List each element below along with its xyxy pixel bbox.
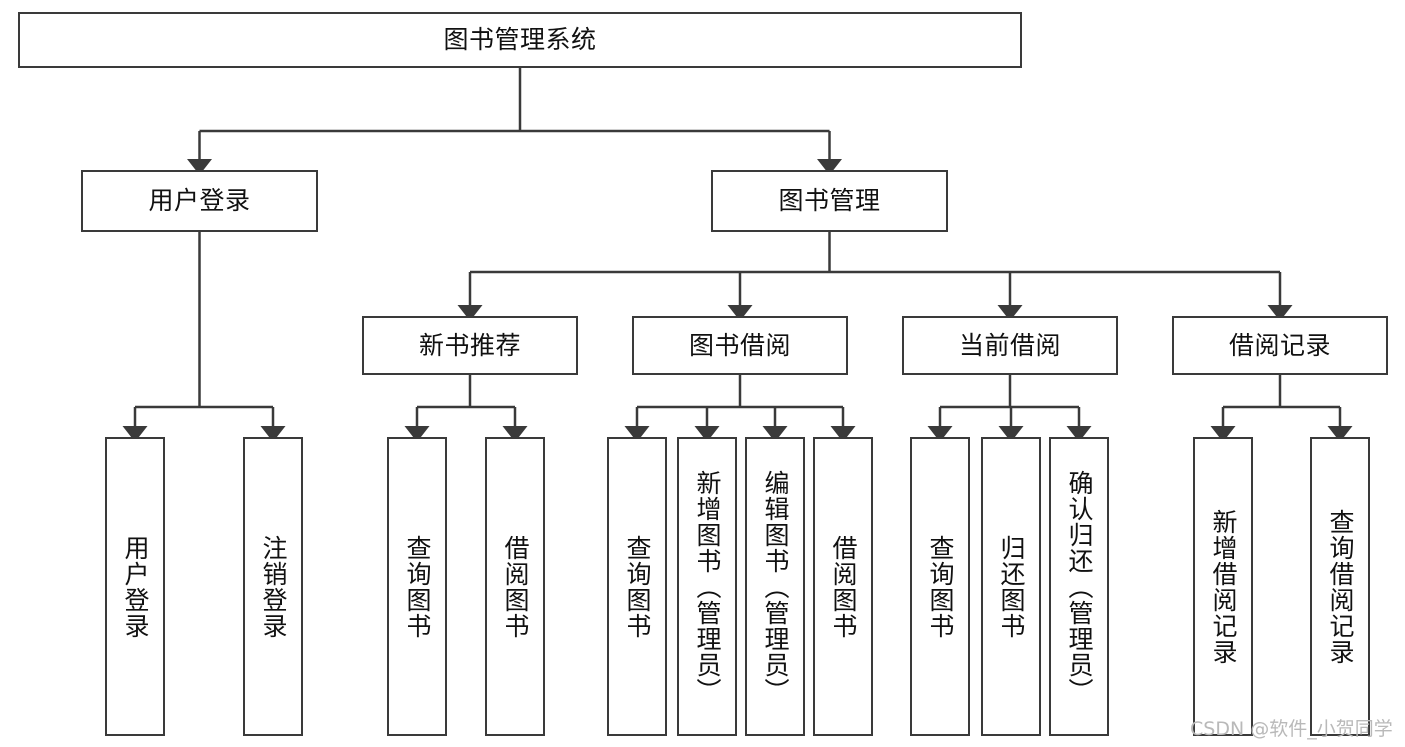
node-label: 借阅图书 [501,534,530,639]
node-label: 确认归还（管理员） [1065,469,1094,704]
node-label: 新增图书（管理员） [693,469,722,704]
node-label: 新书推荐 [418,330,521,360]
node-leaf-query-record[interactable]: 查询借阅记录 [1310,437,1370,736]
node-leaf-query-book-2[interactable]: 查询图书 [607,437,667,736]
node-label: 注销登录 [259,534,288,639]
node-label: 图书管理系统 [443,25,597,55]
node-leaf-add-record[interactable]: 新增借阅记录 [1193,437,1253,736]
node-bookmgmt[interactable]: 图书管理 [711,170,948,232]
node-leaf-query-book-1[interactable]: 查询图书 [387,437,447,736]
node-label: 借阅记录 [1228,330,1331,360]
node-label: 图书管理 [778,186,881,216]
node-root[interactable]: 图书管理系统 [18,12,1022,68]
node-label: 借阅图书 [829,534,858,639]
node-leaf-borrow-book-1[interactable]: 借阅图书 [485,437,545,736]
node-records[interactable]: 借阅记录 [1172,316,1388,375]
node-label: 用户登录 [121,534,150,639]
node-login[interactable]: 用户登录 [81,170,318,232]
node-leaf-borrow-book-2[interactable]: 借阅图书 [813,437,873,736]
node-borrow[interactable]: 图书借阅 [632,316,848,375]
node-current[interactable]: 当前借阅 [902,316,1118,375]
node-newbook[interactable]: 新书推荐 [362,316,578,375]
node-label: 归还图书 [997,534,1026,639]
node-leaf-add-book[interactable]: 新增图书（管理员） [677,437,737,736]
node-leaf-confirm-return[interactable]: 确认归还（管理员） [1049,437,1109,736]
node-label: 当前借阅 [958,330,1061,360]
node-label: 查询图书 [926,534,955,639]
node-leaf-user-login[interactable]: 用户登录 [105,437,165,736]
node-label: 图书借阅 [688,330,791,360]
node-leaf-user-logout[interactable]: 注销登录 [243,437,303,736]
node-label: 查询借阅记录 [1326,508,1355,665]
node-leaf-edit-book[interactable]: 编辑图书（管理员） [745,437,805,736]
node-leaf-query-book-3[interactable]: 查询图书 [910,437,970,736]
node-label: 新增借阅记录 [1209,508,1238,665]
node-label: 查询图书 [403,534,432,639]
node-label: 编辑图书（管理员） [761,469,790,704]
node-label: 查询图书 [623,534,652,639]
node-leaf-return-book[interactable]: 归还图书 [981,437,1041,736]
node-label: 用户登录 [148,186,251,216]
